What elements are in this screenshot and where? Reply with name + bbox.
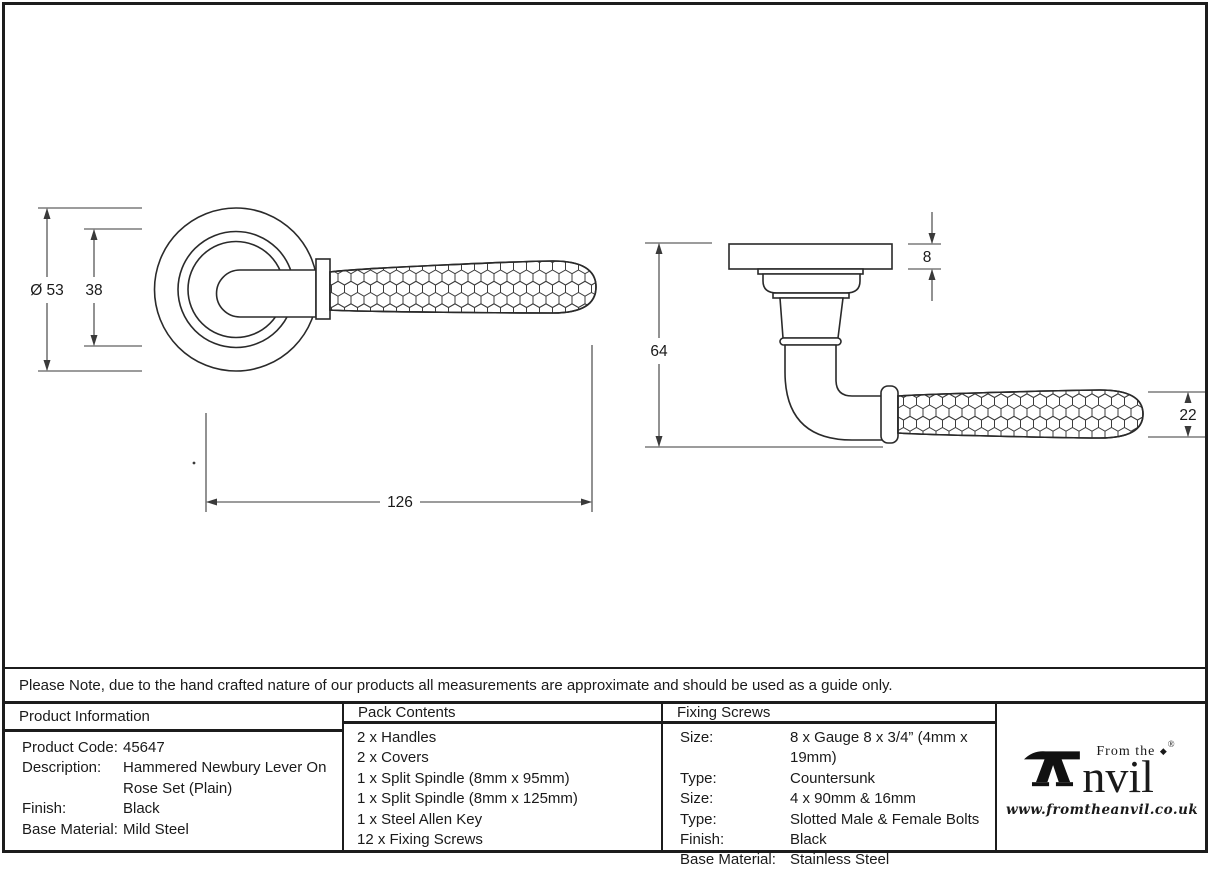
base-material-value: Mild Steel [123, 820, 189, 838]
table-row: Size: 4 x 90mm & 16mm [663, 789, 995, 809]
list-item: 2 x Handles [357, 729, 437, 746]
description-label: Description: [22, 759, 102, 777]
table-row: Finish: Black [663, 830, 995, 850]
screw-finish-value: Black [790, 831, 827, 849]
dim-rose-inner-diameter: 38 [85, 282, 102, 299]
side-view [728, 243, 1144, 444]
from-the-anvil-logo: From the ◆® nvil www.fromtheanvil.co.uk [1006, 737, 1199, 818]
logo-tagline: From the [1096, 743, 1156, 759]
anvil-icon [1024, 750, 1081, 786]
logo-website-url: www.fromtheanvil.co.uk [1006, 801, 1199, 818]
table-row: Size: 8 x Gauge 8 x 3/4” (4mm x 19mm) [663, 728, 995, 769]
bolt-type-value: Slotted Male & Female Bolts [790, 810, 980, 828]
list-item: 1 x Split Spindle (8mm x 125mm) [357, 790, 578, 808]
finish-value: Black [123, 800, 160, 818]
spec-table: Product Information Product Code: 45647 … [5, 704, 1205, 868]
logo-brand-text: nvil [1082, 750, 1154, 802]
screw-base-material-value: Stainless Steel [790, 851, 890, 869]
screw-size-label: Size: [680, 729, 714, 746]
screw-type-label: Type: [680, 769, 717, 787]
list-item: 1 x Split Spindle (8mm x 95mm) [357, 769, 570, 787]
screw-base-material-label: Base Material: [680, 851, 776, 869]
table-row: Type: Slotted Male & Female Bolts [663, 810, 995, 830]
stray-dot [192, 461, 196, 465]
product-code-label: Product Code: [22, 739, 118, 756]
dim-grip-diameter: 22 [1179, 407, 1196, 424]
bolt-type-label: Type: [680, 810, 717, 828]
screw-finish-label: Finish: [680, 831, 725, 849]
bolt-size-value: 4 x 90mm & 16mm [790, 790, 916, 808]
dim-projection-height: 64 [650, 343, 668, 360]
front-view-dimensions: Ø 53 38 126 [30, 207, 593, 512]
base-material-label: Base Material: [22, 820, 118, 838]
logo-diamond-dot: ◆ [1159, 745, 1168, 756]
lever-handle-drawing: Ø 53 38 126 [30, 207, 1205, 512]
product-code-value: 45647 [123, 739, 165, 756]
fixing-screws-header: Fixing Screws [663, 704, 995, 724]
bolt-size-label: Size: [680, 790, 714, 808]
list-item: 12 x Fixing Screws [357, 831, 483, 849]
dim-rose-outer-diameter: Ø 53 [30, 282, 64, 299]
list-item: 1 x Steel Allen Key [357, 810, 483, 828]
list-item: 2 x Covers [357, 749, 429, 767]
product-information-header: Product Information [5, 704, 342, 732]
pack-contents-column: Pack Contents 2 x Handles 2 x Covers 1 x… [344, 704, 663, 850]
product-information-column: Product Information Product Code: 45647 … [5, 704, 344, 850]
description-value: Hammered Newbury Lever On Rose Set (Plai… [123, 759, 327, 797]
dim-lever-length: 126 [387, 494, 413, 511]
finish-label: Finish: [22, 800, 67, 818]
measurement-note-bar: Please Note, due to the hand crafted nat… [5, 667, 1205, 704]
side-view-dimensions: 64 8 22 [645, 212, 1205, 448]
measurement-note-text: Please Note, due to the hand crafted nat… [19, 676, 893, 694]
pack-contents-header: Pack Contents [344, 704, 661, 724]
screw-size-value: 8 x Gauge 8 x 3/4” (4mm x 19mm) [790, 729, 968, 767]
table-row: Base Material: Stainless Steel [663, 850, 995, 870]
table-row: Product Code: 45647 [5, 738, 342, 758]
brand-logo-cell: From the ◆® nvil www.fromtheanvil.co.uk [997, 704, 1203, 850]
table-row: Type: Countersunk [663, 769, 995, 789]
fixing-screws-column: Fixing Screws Size: 8 x Gauge 8 x 3/4” (… [663, 704, 997, 868]
registered-trademark-symbol: ® [1167, 738, 1176, 749]
front-view [153, 207, 597, 372]
table-row: Base Material: Mild Steel [5, 820, 342, 840]
dim-plate-thickness: 8 [923, 249, 932, 266]
technical-drawing-area: Ø 53 38 126 [5, 5, 1205, 667]
table-row: Finish: Black [5, 799, 342, 819]
screw-type-value: Countersunk [790, 769, 876, 787]
table-row: Description: Hammered Newbury Lever On R… [5, 758, 342, 799]
